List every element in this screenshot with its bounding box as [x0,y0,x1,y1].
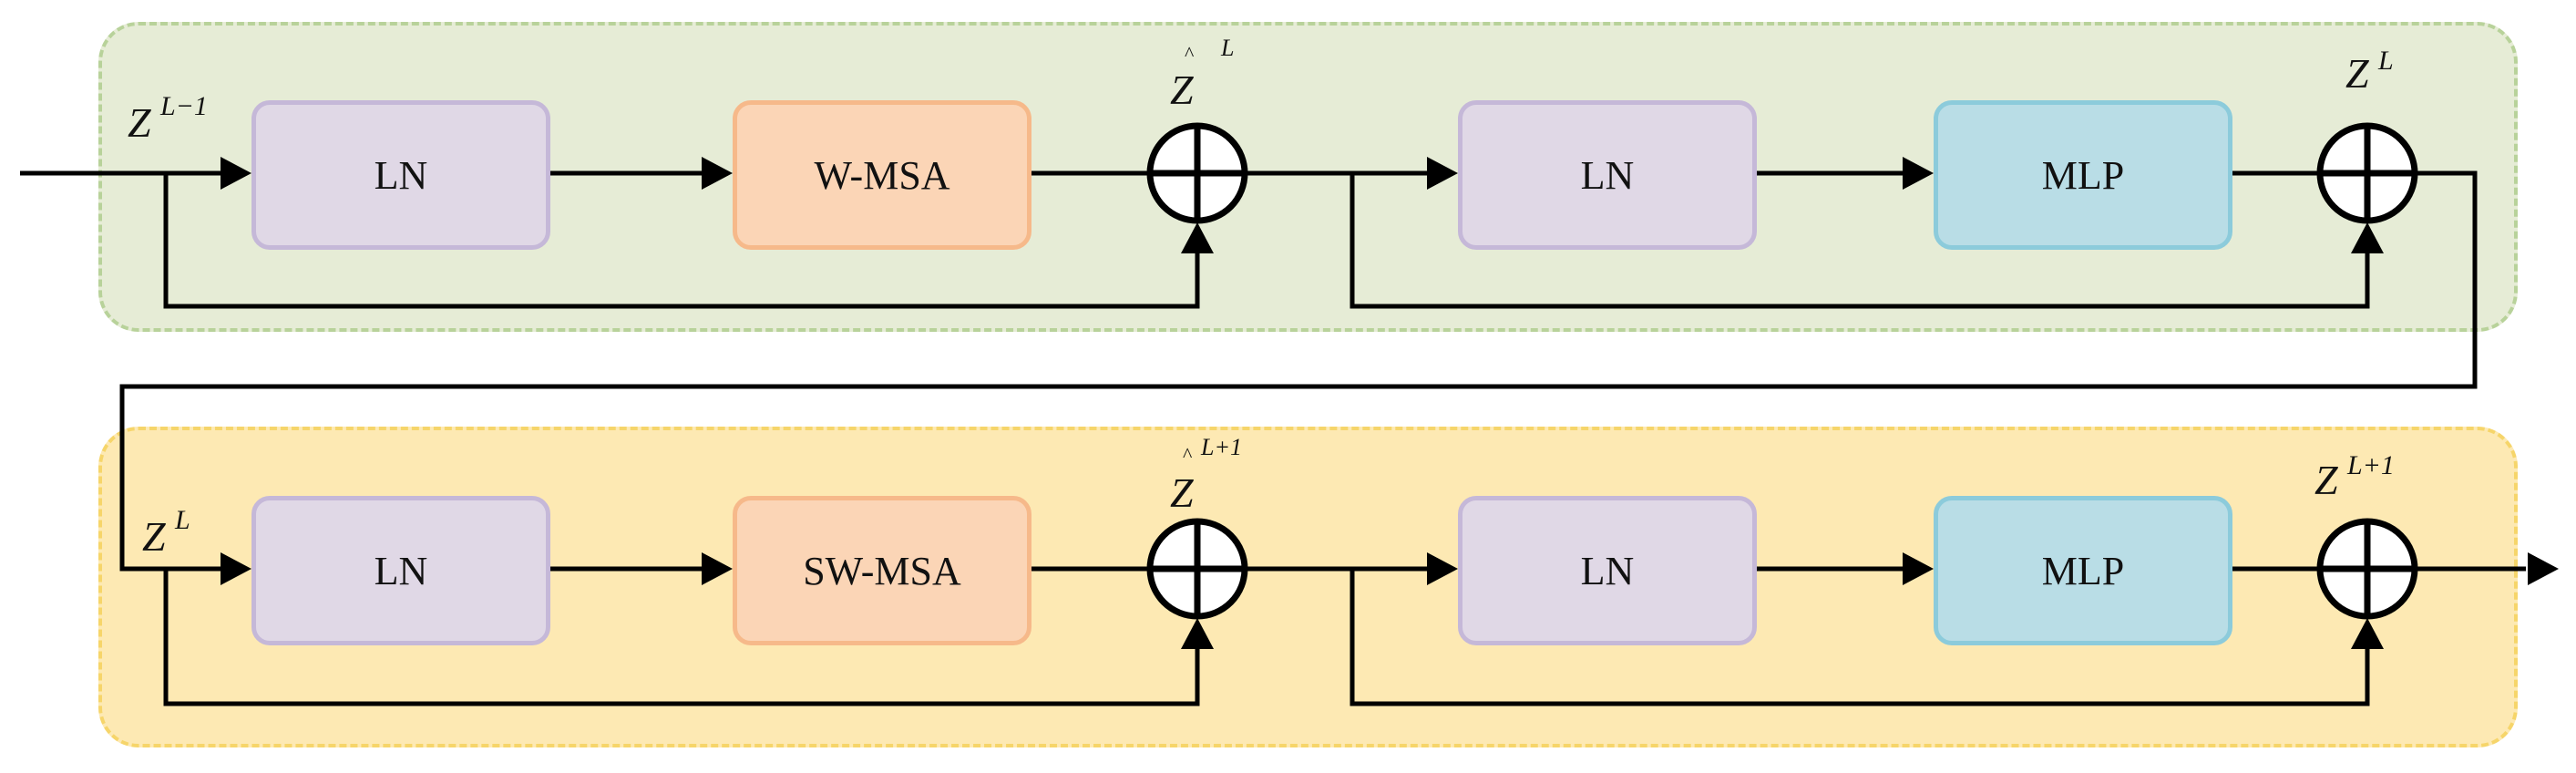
block1-wmsa-box: W-MSA [733,100,1031,250]
b2-arrow-into-ln2 [1427,552,1458,585]
b2-arrow-into-swmsa [702,552,733,585]
block2-input-label-base: Z [142,513,166,560]
block2-add1-label-base: Z [1170,469,1194,516]
b2-sum-node-2 [2316,518,2418,620]
block1-ln2-box: LN [1458,100,1757,250]
b1-arrow-residual-1 [1181,222,1214,253]
block2-mlp-box: MLP [1934,496,2232,645]
block2-add1-label-sup: L+1 [1201,434,1243,460]
block2-ln2-box: LN [1458,496,1757,645]
b1-residual-2 [1350,173,2370,309]
block1-add1-label-base: Z [1170,67,1194,113]
block2-add2-label-base: Z [2314,457,2338,503]
block1-add1-hat: ^ [1185,42,1195,65]
b1-arrow-into-wmsa [702,157,733,190]
block1-add2-label-base: Z [2345,50,2369,97]
b1-residual-1 [163,173,1200,309]
block1-mlp-box: MLP [1934,100,2232,250]
b2-arrow-output [2528,552,2559,585]
b2-sum-node-1 [1146,518,1248,620]
wire-layer [20,157,2559,706]
block1-input-label-sup: L−1 [160,91,208,121]
b2-arrow-into-mlp [1903,552,1934,585]
b1-arrow-into-ln1 [221,157,251,190]
b1-sum-node-1 [1146,122,1248,224]
b2-arrow-residual-2 [2351,618,2384,649]
b1-arrow-into-mlp [1903,157,1934,190]
block2-add1-hat: ^ [1183,443,1193,466]
block1-add2-label-sup: L [2378,46,2394,76]
b1-arrow-residual-2 [2351,222,2384,253]
block2-swmsa-box: SW-MSA [733,496,1031,645]
b2-residual-2 [1350,569,2370,706]
block1-ln1-box: LN [251,100,550,250]
sum-node-layer [1146,122,2418,620]
block2-add2-label-sup: L+1 [2347,450,2395,480]
block1-add1-label-sup: L [1221,35,1235,61]
b1-sum-node-2 [2316,122,2418,224]
b1-arrow-into-ln2 [1427,157,1458,190]
b2-residual-1 [163,569,1200,706]
block2-input-label-sup: L [175,505,190,535]
b2-arrow-into-ln1 [221,552,251,585]
block2-ln1-box: LN [251,496,550,645]
b2-arrow-residual-1 [1181,618,1214,649]
block1-input-label-base: Z [128,99,151,146]
block-link-line [119,170,2478,572]
